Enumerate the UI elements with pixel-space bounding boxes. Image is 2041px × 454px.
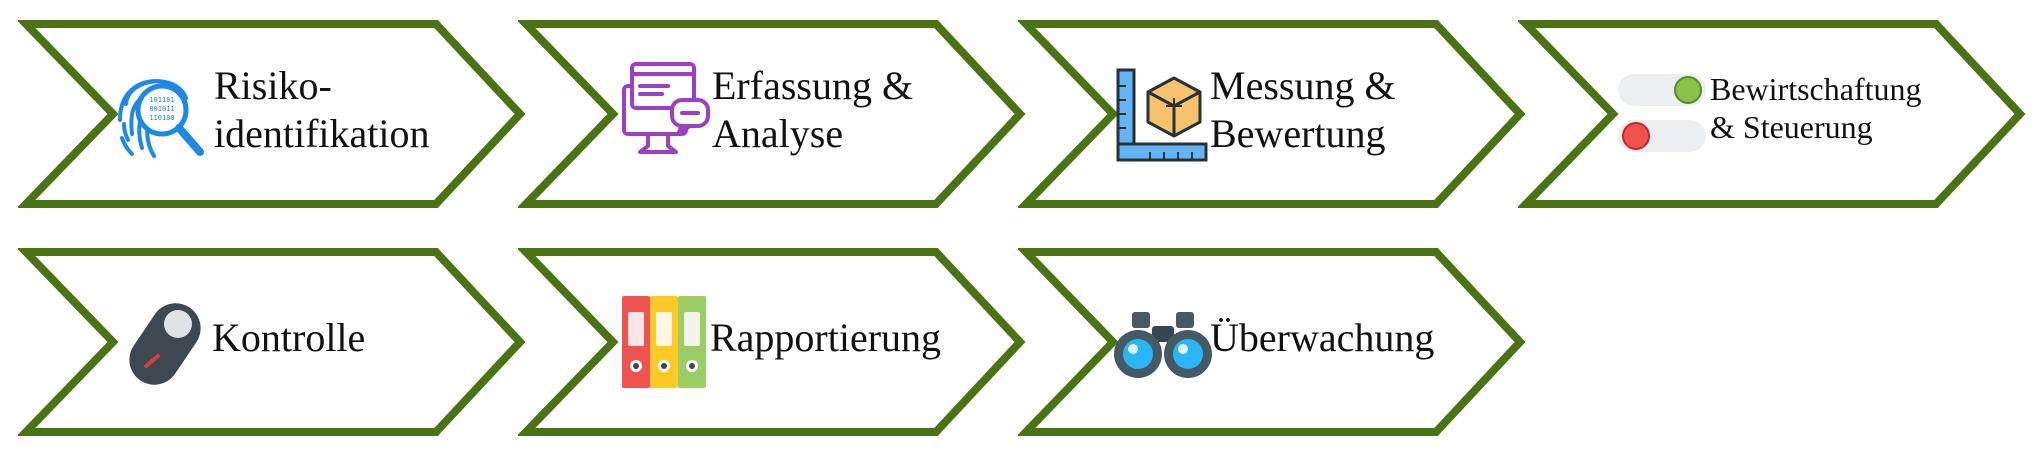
binoculars-icon (1114, 306, 1212, 382)
process-step-erfassung-analyse: Erfassung & Analyse (518, 18, 1028, 210)
step-label: Überwachung (1210, 314, 1434, 362)
step-label-line1: Messung & (1210, 63, 1396, 108)
chevron-shape (1518, 20, 2026, 208)
fingerprint-search-icon: 101101 001011 110100 (114, 64, 206, 164)
step-label-line2: Bewertung (1210, 111, 1386, 156)
toggle-switches-icon (1614, 70, 1710, 166)
process-step-risikoidentifikation: 101101 001011 110100 Risiko- identifikat… (18, 18, 528, 210)
ruler-cube-icon (1114, 66, 1210, 166)
chevron-shape (18, 20, 526, 208)
process-step-ueberwachung: Überwachung (1018, 246, 1528, 438)
step-label: Kontrolle (212, 314, 365, 362)
svg-text:001011: 001011 (149, 105, 174, 113)
svg-text:110100: 110100 (149, 114, 174, 122)
step-label-line1: Rapportierung (710, 315, 942, 360)
step-label: Rapportierung (710, 314, 941, 362)
step-label-line1: Überwachung (1210, 315, 1435, 360)
step-label-line2: Analyse (712, 111, 844, 156)
binders-icon (620, 292, 710, 392)
step-label-line2: identifikation (214, 111, 430, 156)
step-label-line1: Risiko- (214, 63, 332, 108)
chevron-shape (1018, 248, 1526, 436)
step-label-line1: Erfassung & (712, 63, 914, 108)
process-step-rapportierung: Rapportierung (518, 246, 1028, 438)
step-label-line1: Kontrolle (212, 315, 366, 360)
step-label-line2: & Steuerung (1710, 109, 1873, 146)
chevron-shape (18, 248, 526, 436)
process-step-kontrolle: Kontrolle (18, 246, 528, 438)
step-label: Messung & Bewertung (1210, 62, 1396, 158)
process-step-bewirtschaftung-steuerung: Bewirtschaftung & Steuerung (1518, 18, 2028, 210)
svg-text:101101: 101101 (149, 96, 174, 104)
step-label: Risiko- identifikation (214, 62, 430, 158)
analytics-monitor-icon (618, 60, 714, 164)
step-label-line1: Bewirtschaftung (1710, 71, 1922, 107)
step-label: Erfassung & Analyse (712, 62, 913, 158)
step-label: Bewirtschaftung & Steuerung (1710, 70, 1922, 147)
toggle-switch-icon (126, 296, 216, 386)
process-step-messung-bewertung: Messung & Bewertung (1018, 18, 1528, 210)
